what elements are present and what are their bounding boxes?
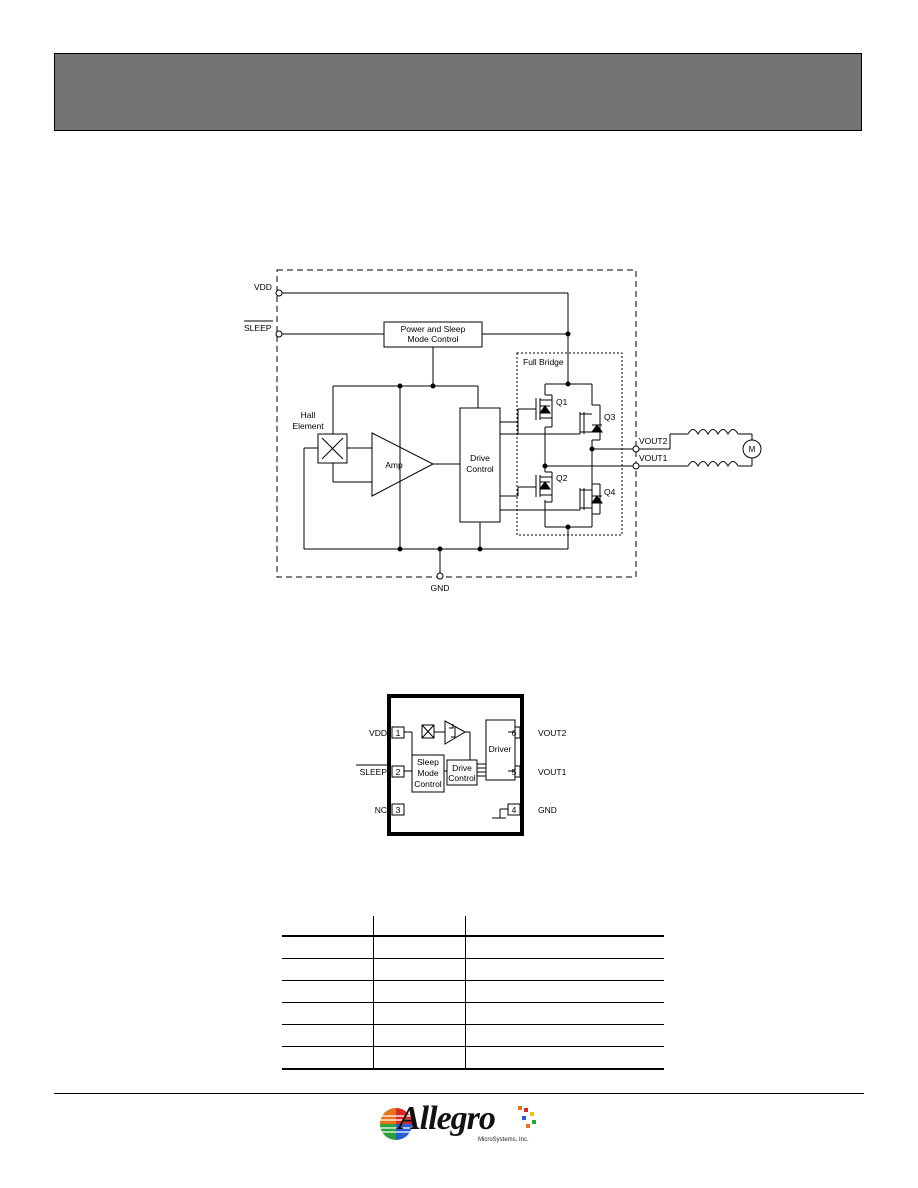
footer-rule	[54, 1093, 864, 1094]
pin2-label: SLEEP	[360, 767, 388, 777]
pkg-driver-label: Driver	[489, 744, 512, 754]
table-row	[282, 1046, 664, 1070]
logo-color-squares	[518, 1106, 536, 1128]
pin3-num: 3	[396, 805, 401, 815]
amp-triangle	[371, 432, 435, 497]
vdd-pin-label: VDD	[254, 282, 272, 292]
functional-block-diagram: VDD SLEEP Power and Sleep Mode Control H…	[244, 269, 762, 593]
pin1-label: VDD	[369, 728, 387, 738]
pin5-num: 5	[512, 767, 517, 777]
drive-label-line1: Drive	[470, 453, 490, 463]
sleep-pin-label: SLEEP	[244, 323, 272, 333]
q2-label: Q2	[556, 473, 568, 483]
pin4-num: 4	[512, 805, 517, 815]
table-row	[282, 958, 664, 981]
pin2-num: 2	[396, 767, 401, 777]
power-block-line1: Power and Sleep	[401, 324, 466, 334]
header-bar	[54, 53, 862, 131]
pin-list-table	[282, 916, 664, 1070]
pkg-sleep-line2: Mode	[417, 768, 439, 778]
gnd-pin-label: GND	[431, 583, 450, 593]
pkg-sleep-line1: Sleep	[417, 757, 439, 767]
pkg-sleep-line3: Control	[414, 779, 442, 789]
pin1-num: 1	[396, 728, 401, 738]
table-row	[282, 936, 664, 959]
allegro-logo: Allegro MicroSystems, Inc.	[378, 1100, 543, 1148]
amp-label: Amp	[385, 460, 403, 470]
table-header-row	[282, 916, 664, 937]
pkg-drive-line1: Drive	[452, 763, 472, 773]
hall-label-line1: Hall	[301, 410, 316, 420]
pin6-label: VOUT2	[538, 728, 567, 738]
q1-label: Q1	[556, 397, 568, 407]
drive-label-line2: Control	[466, 464, 494, 474]
pkg-sleep-block	[411, 754, 445, 793]
vout1-label: VOUT1	[639, 453, 668, 463]
table-row	[282, 980, 664, 1003]
full-bridge-label: Full Bridge	[523, 357, 564, 367]
logo-wordmark: Allegro	[398, 1100, 496, 1137]
pin5-label: VOUT1	[538, 767, 567, 777]
q3-label: Q3	[604, 412, 616, 422]
pin3-label: NC	[375, 805, 387, 815]
motor-symbol	[742, 439, 762, 459]
ic-outline	[276, 269, 637, 578]
pin4-label: GND	[538, 805, 557, 815]
pkg-drive-line2: Control	[448, 773, 476, 783]
q4-label: Q4	[604, 487, 616, 497]
pkg-drive-control-block	[446, 759, 478, 786]
pkg-driver-block	[485, 719, 516, 781]
allegro-logo-mark	[380, 1108, 412, 1140]
pin6-num: 6	[512, 728, 517, 738]
vout2-label: VOUT2	[639, 436, 668, 446]
hall-label-line2: Element	[292, 421, 324, 431]
table-row	[282, 1024, 664, 1047]
motor-label: M	[749, 445, 756, 454]
logo-subtitle: MicroSystems, Inc.	[478, 1137, 529, 1143]
power-block-line2: Mode Control	[407, 334, 458, 344]
package-pinout-diagram: 1 2 3 6 5 4 VDD SLEEP NC VOUT2 VOUT1 GND…	[356, 694, 567, 836]
table-row	[282, 1002, 664, 1025]
full-bridge-outline	[516, 352, 623, 536]
